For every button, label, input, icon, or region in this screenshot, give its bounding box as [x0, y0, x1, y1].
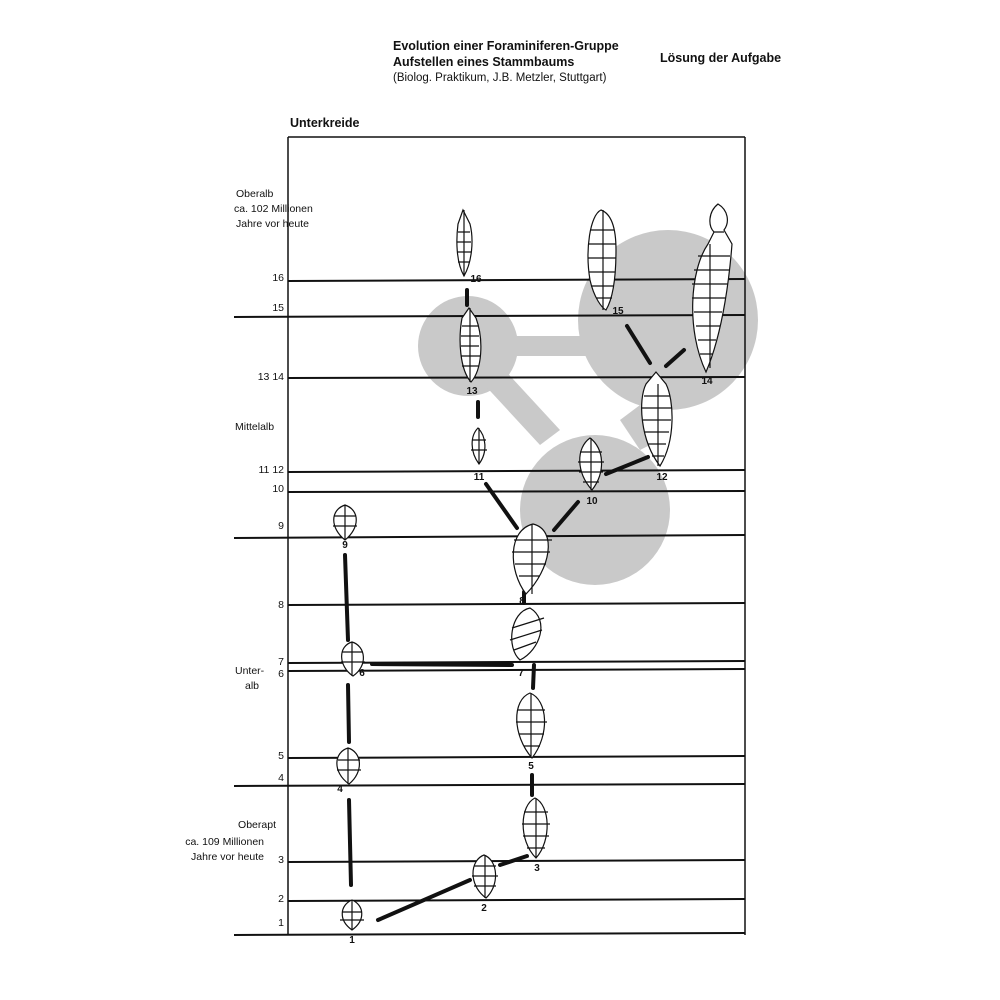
level-label-8: 8 — [278, 599, 284, 611]
stage-oberalb-name: Oberalb — [236, 188, 274, 200]
watermark-bar-2 — [500, 336, 590, 356]
stage-mittelalb: Mittelalb — [235, 421, 275, 433]
stage-oberalb: Oberalb ca. 102 Millionen Jahre vor heut… — [234, 187, 313, 232]
level-label-7: 7 — [278, 656, 284, 668]
fossil-5 — [516, 692, 547, 759]
lineage-connections — [343, 288, 686, 922]
line-9 — [233, 534, 746, 539]
line-15 — [233, 314, 746, 318]
stage-unteralb-line1: Unter- — [235, 665, 265, 677]
fossil-15 — [587, 209, 617, 311]
line-5 — [287, 755, 746, 759]
fossil-num-6: 6 — [359, 668, 365, 679]
stage-oberapt-age1: ca. 109 Millionen — [185, 836, 264, 848]
fossil-14 — [692, 203, 733, 374]
stage-unteralb: Unter- alb — [235, 664, 264, 694]
level-label-4: 4 — [278, 772, 284, 784]
link-12-15 — [625, 324, 652, 365]
fossil-8 — [512, 523, 552, 595]
stage-oberalb-age: ca. 102 Millionen — [234, 203, 313, 215]
level-label-11-12: 11 12 — [258, 464, 285, 476]
fossil-num-15: 15 — [612, 306, 624, 317]
fossil-num-10: 10 — [586, 496, 598, 507]
fossil-7 — [509, 607, 545, 661]
title-block: Evolution einer Foraminiferen-Gruppe Auf… — [393, 38, 619, 86]
level-label-2: 2 — [278, 893, 284, 905]
fossil-num-3: 3 — [534, 863, 540, 874]
link-1-4 — [347, 798, 353, 887]
line-1 — [233, 932, 746, 936]
fossil-num-4: 4 — [337, 784, 343, 795]
fossil-num-1: 1 — [349, 935, 355, 946]
level-label-9: 9 — [278, 520, 284, 532]
fossils — [333, 203, 733, 931]
watermark-bar-1 — [480, 365, 560, 445]
fossil-12 — [641, 371, 673, 468]
title-line-3: (Biolog. Praktikum, J.B. Metzler, Stuttg… — [393, 72, 607, 84]
fossil-1 — [340, 899, 364, 931]
line-13-14 — [287, 376, 746, 379]
stage-oberapt-age2: Jahre vor heute — [191, 851, 264, 863]
fossil-2 — [472, 854, 498, 899]
link-6-9 — [343, 553, 350, 642]
level-label-6: 6 — [278, 668, 284, 680]
fossil-num-13: 13 — [466, 386, 478, 397]
period-label: Unterkreide — [290, 116, 360, 130]
fossil-num-7: 7 — [518, 668, 524, 679]
line-4 — [233, 783, 746, 787]
fossil-num-5: 5 — [528, 761, 534, 772]
fossil-4 — [336, 747, 361, 785]
fossil-13 — [459, 306, 482, 383]
fossil-num-12: 12 — [656, 472, 668, 483]
line-10 — [287, 490, 746, 493]
stage-oberapt-name: Oberapt — [238, 819, 276, 831]
line-2 — [287, 898, 746, 902]
stage-oberapt: Oberapt — [222, 818, 276, 833]
fossil-6 — [341, 641, 365, 677]
level-label-13-14: 13 14 — [257, 371, 284, 383]
fossil-num-2: 2 — [481, 903, 487, 914]
solution-label: Lösung der Aufgabe — [660, 51, 782, 65]
fossil-10 — [578, 437, 604, 491]
link-10-12 — [604, 455, 650, 476]
stage-oberalb-age2: Jahre vor heute — [236, 218, 309, 230]
level-label-10: 10 — [272, 483, 284, 495]
level-label-1: 1 — [278, 917, 284, 929]
title-line-2: Aufstellen eines Stammbaums — [393, 55, 575, 69]
link-8-11 — [484, 482, 519, 530]
level-label-15: 15 — [272, 302, 284, 314]
line-11-12 — [287, 469, 746, 473]
fossil-9 — [333, 504, 357, 541]
fossil-3 — [522, 797, 550, 859]
line-7 — [287, 660, 746, 664]
link-1-2 — [376, 878, 472, 922]
level-label-16: 16 — [272, 272, 284, 284]
link-8-10 — [552, 500, 580, 532]
level-label-5: 5 — [278, 750, 284, 762]
link-6-7 — [370, 662, 514, 667]
fossil-num-16: 16 — [470, 274, 482, 285]
fossil-num-9: 9 — [342, 540, 348, 551]
line-16 — [287, 278, 746, 282]
link-2-3 — [498, 854, 529, 867]
stage-oberapt-age: ca. 109 Millionen Jahre vor heute — [172, 835, 264, 865]
fossil-num-11: 11 — [474, 472, 485, 483]
stage-unteralb-line2: alb — [245, 680, 260, 692]
level-label-3: 3 — [278, 854, 284, 866]
fossil-11 — [471, 427, 487, 466]
fossil-16 — [456, 208, 473, 278]
line-8 — [287, 602, 746, 606]
watermark-circle-medium — [520, 435, 670, 585]
time-lines — [233, 278, 746, 936]
title-line-1: Evolution einer Foraminiferen-Gruppe — [393, 39, 619, 53]
line-6 — [287, 668, 746, 672]
fossil-num-8: 8 — [519, 596, 525, 607]
fossil-numbers: 1 2 3 4 5 6 7 8 9 10 11 12 13 14 15 16 — [337, 274, 713, 946]
link-5-7 — [531, 663, 536, 690]
fossil-num-14: 14 — [701, 376, 713, 387]
link-4-6 — [346, 683, 351, 744]
link-12-14 — [664, 348, 686, 368]
